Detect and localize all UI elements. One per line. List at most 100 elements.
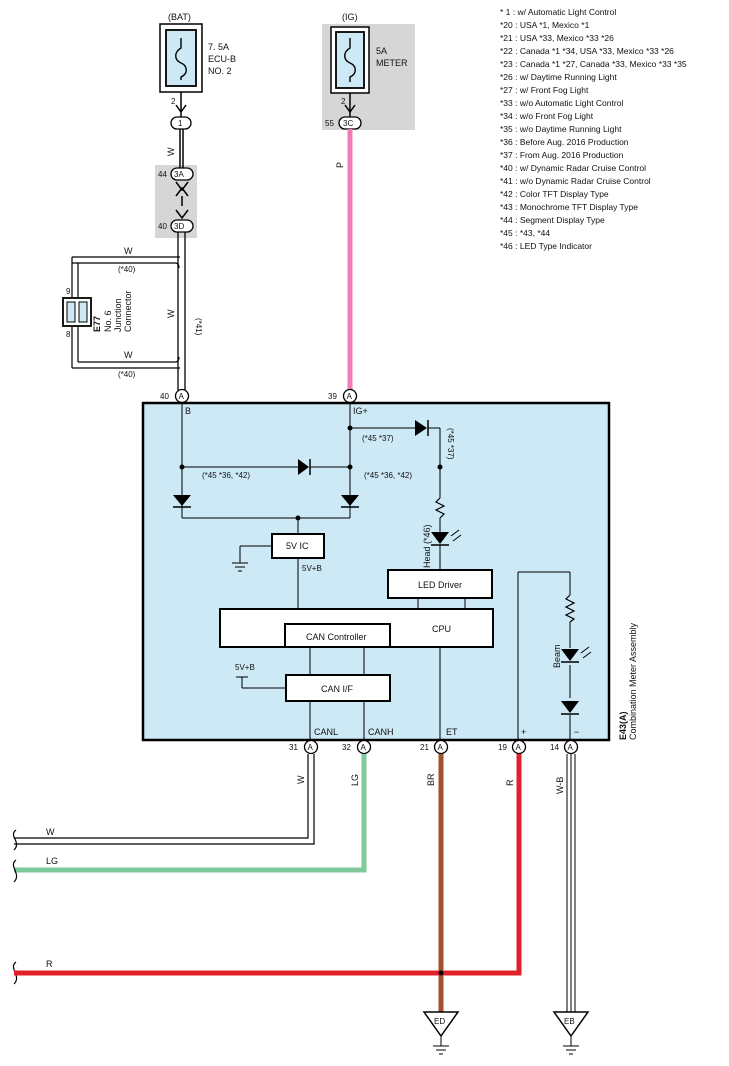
- bottom-pin-letter-19: A: [516, 743, 522, 752]
- note-item: *22 : Canada *1 *34, USA *33, Mexico *33…: [500, 46, 674, 56]
- junction-3d: 3D 40: [158, 209, 194, 233]
- note-item: *42 : Color TFT Display Type: [500, 189, 609, 199]
- ig-connector: 3C: [343, 119, 353, 128]
- bus-r-label: R: [46, 959, 53, 969]
- resistor-beam-icon: [564, 594, 576, 623]
- bus-lg-label: LG: [46, 856, 58, 866]
- note-item: *37 : From Aug. 2016 Production: [500, 150, 624, 160]
- note-item: *44 : Segment Display Type: [500, 215, 605, 225]
- top-pin-letter-39: A: [347, 392, 353, 401]
- bat-title: (BAT): [168, 12, 191, 22]
- meter-id: E43(A): [618, 711, 628, 740]
- ic-5v-label: 5V IC: [286, 541, 309, 551]
- e77-pin-bottom: 8: [66, 330, 71, 339]
- bat-fuse-no: NO. 2: [208, 66, 232, 76]
- bat-wire-color: W: [166, 147, 176, 156]
- bottom-pin-19: 19 A: [498, 739, 527, 755]
- j3d-num: 40: [158, 222, 167, 231]
- note-item: *34 : w/o Front Fog Light: [500, 111, 594, 121]
- diode-top-icon: [415, 420, 429, 436]
- led-driver-label: LED Driver: [418, 580, 462, 590]
- top-pin-num-39: 39: [328, 392, 337, 401]
- plus-label: +: [521, 727, 526, 737]
- e77-line1: No. 6: [103, 310, 113, 332]
- e77-pin-top: 9: [66, 287, 71, 296]
- diode-note-right: (*45 *36, *42): [364, 471, 412, 480]
- resistor-head-icon: [434, 497, 446, 519]
- minus-label: −: [574, 727, 579, 737]
- meter-top-pin-40: 40 A: [160, 388, 190, 404]
- j3a-label: 3A: [174, 170, 184, 179]
- note-item: *36 : Before Aug. 2016 Production: [500, 137, 629, 147]
- pin-b-label: B: [185, 406, 191, 416]
- wire-lg: [14, 754, 367, 873]
- wire-31-color: W: [296, 775, 306, 784]
- e77-bottom-wire: W: [124, 350, 133, 360]
- bat-fuse-group: (BAT) 7. 5A ECU-B NO. 2 2 1: [159, 12, 236, 130]
- bottom-pin-letter-21: A: [438, 743, 444, 752]
- can-controller-box: [284, 623, 391, 648]
- wire-21-color: BR: [426, 773, 436, 786]
- wire-r: [14, 754, 522, 976]
- diode-left-icon: [173, 495, 191, 508]
- led-beam-icon: [561, 646, 592, 663]
- e77-line2: Junction: [113, 298, 123, 332]
- meter-name: Combination Meter Assembly: [628, 622, 638, 740]
- note-item: *27 : w/ Front Fog Light: [500, 85, 589, 95]
- pin-ig-label: IG+: [353, 406, 368, 416]
- ground-eb-icon: EB: [552, 1011, 590, 1055]
- main-wire-color: W: [166, 309, 176, 318]
- ground-ed-icon: ED: [422, 1011, 460, 1055]
- ig-wire-color: P: [335, 162, 345, 168]
- bat-fuse-rating: 7. 5A: [208, 42, 229, 52]
- note-item: *23 : Canada *1 *27, Canada *33, Mexico …: [500, 59, 687, 69]
- can-if-supply: 5V+B: [235, 663, 255, 672]
- note-item: *46 : LED Type Indicator: [500, 241, 592, 251]
- bottom-pin-32: 32 A: [342, 739, 372, 755]
- j3d-label: 3D: [174, 222, 184, 231]
- bottom-pin-letter-31: A: [308, 743, 314, 752]
- bat-connector-pin: 1: [178, 119, 183, 128]
- note-item: *20 : USA *1, Mexico *1: [500, 20, 590, 30]
- note-item: *45 : *43, *44: [500, 228, 551, 238]
- note-item: *40 : w/ Dynamic Radar Cruise Control: [500, 163, 646, 173]
- top-pin-num-40: 40: [160, 392, 169, 401]
- j3a-num: 44: [158, 170, 167, 179]
- note-item: *41 : w/o Dynamic Radar Cruise Control: [500, 176, 651, 186]
- bottom-pin-num-31: 31: [289, 743, 298, 752]
- ig-title: (IG): [342, 12, 358, 22]
- diode-beam-icon: [561, 701, 579, 715]
- note-item: *33 : w/o Automatic Light Control: [500, 98, 624, 108]
- note-item: * 1 : w/ Automatic Light Control: [500, 7, 617, 17]
- canl-label: CANL: [314, 727, 338, 737]
- diode-horizontal-icon: [298, 459, 311, 475]
- can-controller-label: CAN Controller: [306, 632, 367, 642]
- diode-note-left: (*45 *36, *42): [202, 471, 250, 480]
- can-if-label: CAN I/F: [321, 684, 354, 694]
- et-label: ET: [446, 727, 458, 737]
- diode-right-icon: [341, 495, 359, 508]
- head-label: Head (*46): [422, 524, 432, 568]
- note-item: *21 : USA *33, Mexico *33 *26: [500, 33, 614, 43]
- ig-pin-num: 2: [341, 97, 346, 106]
- note-item: *26 : w/ Daytime Running Light: [500, 72, 617, 82]
- junction-3a: 3A 44: [158, 167, 194, 197]
- bottom-pin-21: 21 A: [420, 739, 449, 755]
- canh-label: CANH: [368, 727, 394, 737]
- bottom-pin-num-14: 14: [550, 743, 559, 752]
- led-driver-box: [387, 569, 493, 599]
- bottom-pin-num-21: 21: [420, 743, 429, 752]
- cpu-label: CPU: [432, 624, 451, 634]
- bottom-pin-31: 31 A: [289, 739, 319, 755]
- ig-fuse-name: METER: [376, 58, 408, 68]
- note-item: *35 : w/o Daytime Running Light: [500, 124, 622, 134]
- wire-w: [14, 754, 315, 845]
- ground-ed-label: ED: [434, 1017, 445, 1026]
- main-wire-note: (*41): [194, 318, 203, 336]
- bus-break-icon: [12, 829, 18, 985]
- bottom-pin-num-19: 19: [498, 743, 507, 752]
- ic-5v-box: [271, 533, 325, 559]
- note-item: *43 : Monochrome TFT Display Type: [500, 202, 638, 212]
- ig-fuse-group: (IG) 5A METER 2 3C 55: [322, 12, 415, 130]
